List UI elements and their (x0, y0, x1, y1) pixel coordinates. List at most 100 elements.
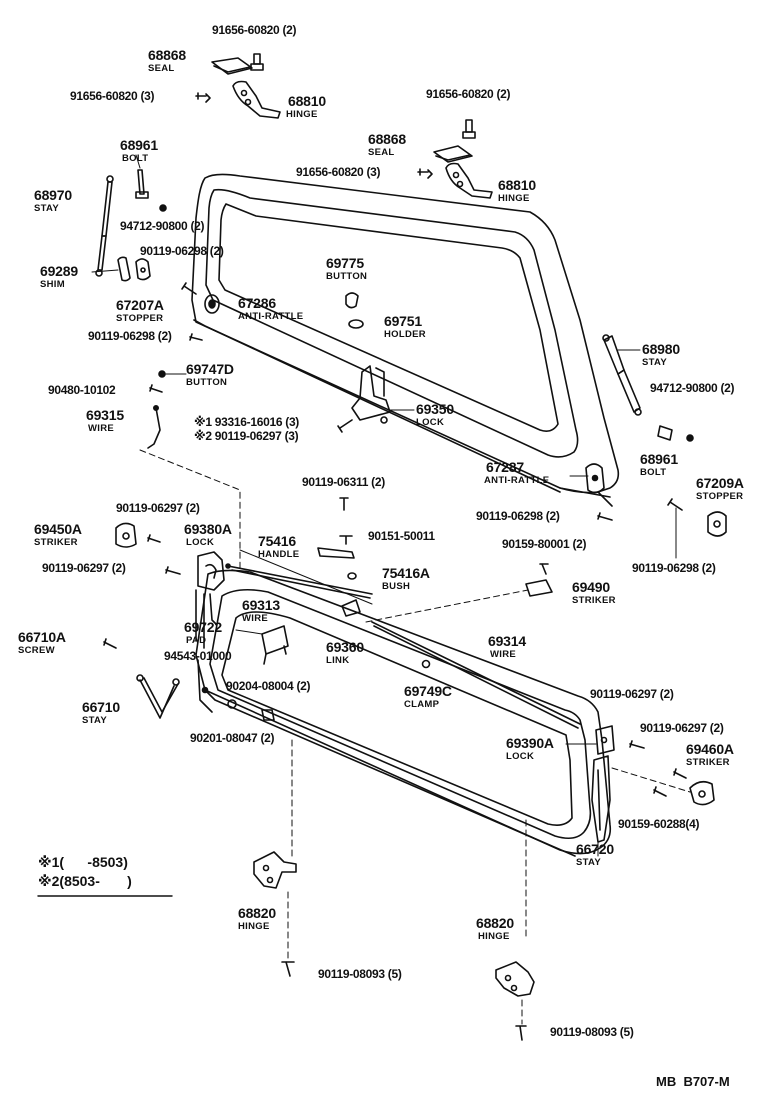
screw-66710a-shape (103, 638, 117, 649)
label-75416: 75416 (258, 533, 296, 549)
dash-left-hinge (287, 739, 293, 963)
striker-69460a-shape (689, 780, 715, 806)
label-bush: BUSH (382, 581, 411, 592)
screw-90119-06311 (339, 497, 349, 511)
label-link: LINK (326, 655, 350, 666)
lock-69390a-shape (595, 725, 615, 755)
label-69460a: 69460A (686, 741, 734, 757)
hinge-right-top-shape (445, 162, 493, 199)
label-66710: 66710 (82, 699, 120, 715)
label-anti-rattle-67287: ANTI-RATTLE (484, 475, 550, 486)
legend-line-2: ※2(8503- ) (38, 874, 132, 888)
anti-rattle-67286-shape (204, 294, 220, 314)
stay-66720-shape (591, 755, 611, 843)
label-stopper-67209a: STOPPER (696, 491, 744, 502)
label-90119-06297-a: 90119-06297 (2) (116, 501, 200, 515)
label-69390a: 69390A (506, 735, 554, 751)
label-striker-69450a: STRIKER (34, 537, 78, 548)
bush-75416a-shape (347, 572, 357, 580)
label-button-69775: BUTTON (326, 271, 368, 282)
legend-mark-2: ※2 (38, 873, 60, 889)
button-69747d-shape (158, 370, 166, 378)
washer-94543 (201, 686, 209, 694)
label-91656-left: 91656-60820 (3) (70, 89, 155, 103)
nut-94712-left (159, 204, 167, 212)
button-69775-shape (345, 292, 359, 309)
label-69490: 69490 (572, 579, 610, 595)
bolt-90119-08093-right (515, 1025, 527, 1041)
label-handle: HANDLE (258, 549, 300, 560)
bolt-68961-right (657, 425, 673, 441)
label-wire-69315: WIRE (88, 423, 115, 434)
bolt-90119-08093-left (281, 961, 295, 977)
nut-90201 (227, 699, 237, 709)
label-69360: 69360 (326, 639, 364, 655)
label-93316: ※1 93316-16016 (3) (194, 415, 300, 429)
label-66720: 66720 (576, 841, 614, 857)
label-bolt-right: BOLT (640, 467, 667, 478)
label-68961-top: 68961 (120, 137, 158, 153)
label-clamp: CLAMP (404, 699, 440, 710)
label-68980: 68980 (642, 341, 680, 357)
dash-striker-lock (365, 589, 529, 623)
label-67287: 67287 (486, 459, 524, 475)
label-68970: 68970 (34, 187, 72, 203)
legend-line-1: ※1( -8503) (38, 855, 128, 869)
stopper-67207a-shape (135, 258, 151, 281)
legend-range-2: (8503- ) (59, 873, 132, 889)
screw-93316-shape (337, 419, 353, 433)
screw-90119-06298-d (667, 498, 683, 511)
dash-wire-to-lock (139, 449, 241, 571)
label-68810-right: 68810 (498, 177, 536, 193)
label-holder: HOLDER (384, 329, 426, 340)
label-striker-69460a: STRIKER (686, 757, 730, 768)
label-68868-right: 68868 (368, 131, 406, 147)
label-90119-08093-left: 90119-08093 (5) (318, 967, 402, 981)
label-stay-68980: STAY (642, 357, 667, 368)
handle-75416-shape (317, 547, 355, 559)
screw-90119-06298-c (597, 512, 613, 521)
label-66710a: 66710A (18, 629, 66, 645)
upper-window-frame (191, 173, 620, 507)
stay-right-shape (602, 334, 642, 416)
label-68810-left: 68810 (288, 93, 326, 109)
label-90151: 90151-50011 (368, 529, 435, 543)
label-90119-06297-note: ※2 90119-06297 (3) (194, 429, 299, 443)
label-91656-top-right: 91656-60820 (2) (426, 87, 511, 101)
label-seal-left: SEAL (148, 63, 175, 74)
label-69751: 69751 (384, 313, 422, 329)
holder-69751-shape (348, 319, 364, 329)
screw-90151-shape (339, 535, 353, 545)
label-90119-06311: 90119-06311 (2) (302, 475, 385, 489)
hinge-68820-left-shape (253, 851, 297, 889)
screw-90119-06297-a (147, 534, 161, 543)
screw-90119-06297-c (629, 740, 645, 749)
anti-rattle-67287-shape (585, 463, 605, 494)
label-button-69747d: BUTTON (186, 377, 228, 388)
dash-right-hinge (521, 819, 527, 1025)
stay-66710-shape (136, 674, 180, 719)
leader-69313-handle (239, 549, 373, 605)
bolt-left-top (250, 53, 264, 71)
screw-90119-06297-d (673, 768, 687, 779)
dash-right-lock-striker (611, 767, 691, 793)
label-68868-left: 68868 (148, 47, 186, 63)
label-90119-06298-c: 90119-06298 (2) (476, 509, 560, 523)
label-hinge-68820-left: HINGE (238, 921, 270, 932)
screw-90119-06297-b (165, 566, 181, 575)
label-67207a: 67207A (116, 297, 164, 313)
lock-69380a-shape (195, 551, 225, 649)
seal-right-shape (433, 145, 473, 163)
screw-90119-06298-b (189, 333, 203, 341)
label-90119-06298-b: 90119-06298 (2) (88, 329, 172, 343)
legend-mark-1: ※1 (38, 854, 60, 870)
label-wire-69314: WIRE (490, 649, 517, 660)
screw-90119-06298-a (181, 282, 197, 295)
label-90119-06298-d: 90119-06298 (2) (632, 561, 716, 575)
pad-69722-shape (261, 625, 289, 665)
label-90201: 90201-08047 (2) (190, 731, 275, 745)
label-68961-right: 68961 (640, 451, 678, 467)
label-wire-69313: WIRE (242, 613, 269, 624)
label-69775: 69775 (326, 255, 364, 271)
